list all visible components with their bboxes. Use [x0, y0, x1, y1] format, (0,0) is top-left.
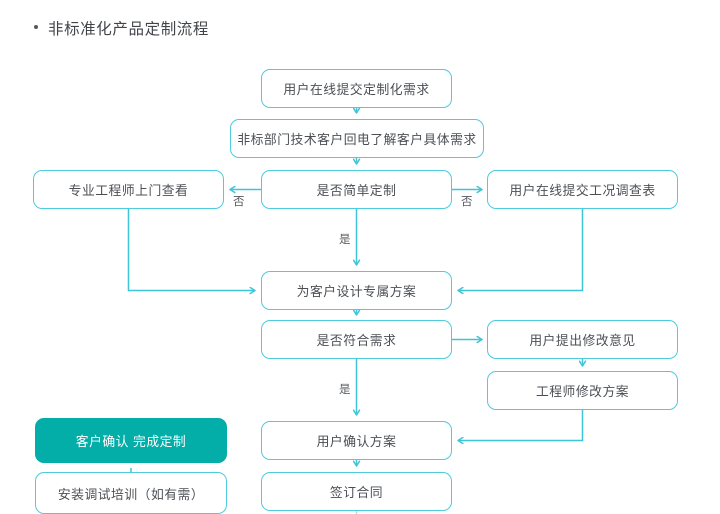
node-revise-opinion[interactable]: 用户提出修改意见	[487, 320, 678, 359]
page-title-text: 非标准化产品定制流程	[48, 21, 210, 38]
node-meets-needs-decision[interactable]: 是否符合需求	[261, 320, 452, 359]
node-label: 是否简单定制	[316, 183, 397, 198]
node-engineer-visit[interactable]: 专业工程师上门查看	[33, 170, 224, 209]
node-label: 是否符合需求	[316, 333, 397, 348]
node-install-training[interactable]: 安装调试培训（如有需）	[35, 472, 227, 514]
edge-label-no-right: 否	[461, 196, 473, 208]
edge-engineer-revise-to-confirm	[458, 410, 584, 441]
edge-label-no-left: 否	[233, 196, 245, 208]
node-confirm-plan[interactable]: 用户确认方案	[261, 421, 452, 460]
node-label: 为客户设计专属方案	[296, 284, 417, 299]
node-engineer-revise[interactable]: 工程师修改方案	[487, 371, 678, 410]
node-submit-survey[interactable]: 用户在线提交工况调查表	[487, 170, 678, 209]
node-label: 工程师修改方案	[535, 384, 630, 399]
node-label: 客户确认 完成定制	[75, 434, 187, 449]
node-label: 非标部门技术客户回电了解客户具体需求	[237, 132, 477, 147]
node-submit-request[interactable]: 用户在线提交定制化需求	[261, 69, 452, 108]
node-label: 专业工程师上门查看	[68, 183, 189, 198]
node-label: 签订合同	[329, 485, 384, 500]
bullet-icon	[34, 25, 38, 29]
node-label: 安装调试培训（如有需）	[57, 486, 205, 502]
node-label: 用户提出修改意见	[529, 333, 636, 348]
node-sign-contract[interactable]: 签订合同	[261, 472, 452, 511]
node-simple-custom-decision[interactable]: 是否简单定制	[261, 170, 452, 209]
node-customer-confirm-complete[interactable]: 客户确认 完成定制	[35, 418, 227, 463]
edge-label-yes-top: 是	[339, 234, 351, 246]
edge-survey-to-design	[458, 209, 584, 291]
node-label: 用户在线提交定制化需求	[283, 82, 430, 97]
node-label: 用户确认方案	[316, 434, 397, 449]
edge-label-yes-middle: 是	[339, 384, 351, 396]
node-design-plan[interactable]: 为客户设计专属方案	[261, 271, 452, 310]
edge-engineer-visit-to-design	[127, 209, 256, 291]
page-title: 非标准化产品定制流程	[34, 17, 209, 39]
node-callback[interactable]: 非标部门技术客户回电了解客户具体需求	[230, 119, 484, 158]
node-label: 用户在线提交工况调查表	[509, 183, 656, 198]
